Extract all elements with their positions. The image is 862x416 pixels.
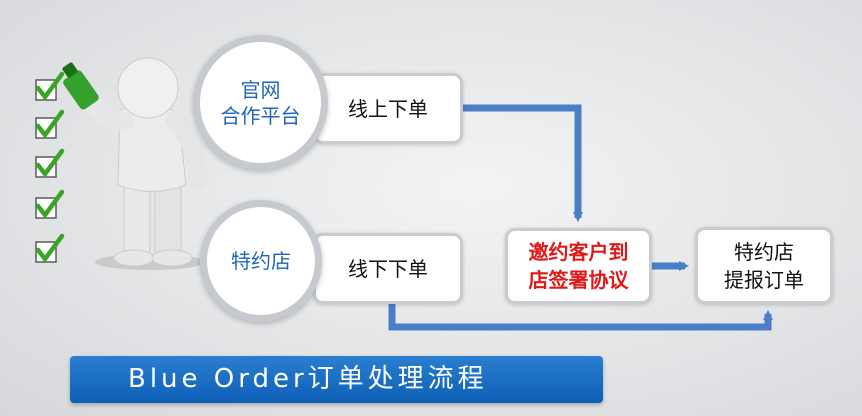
- node-label: 特约店: [231, 248, 291, 274]
- node-store-report: 特约店 提报订单: [695, 227, 833, 304]
- arrow-online-to-invite: [463, 108, 578, 218]
- node-online-order: 线上下单: [313, 73, 463, 144]
- arrow-offline-to-report: [392, 304, 768, 327]
- node-invite-sign: 邀约客户到 店签署协议: [505, 228, 652, 304]
- node-label: 线上下单: [348, 95, 428, 123]
- node-official-platform: 官网 合作平台: [193, 35, 328, 170]
- node-label: 官网: [221, 77, 301, 103]
- node-label: 邀约客户到: [529, 238, 629, 266]
- node-label: 合作平台: [221, 103, 301, 129]
- node-offline-order: 线下下单: [313, 233, 463, 304]
- node-label: 店签署协议: [529, 266, 629, 294]
- node-label: 线下下单: [348, 255, 428, 283]
- node-special-store: 特约店: [200, 200, 322, 322]
- node-label: 提报订单: [724, 266, 804, 294]
- node-label: 特约店: [724, 238, 804, 266]
